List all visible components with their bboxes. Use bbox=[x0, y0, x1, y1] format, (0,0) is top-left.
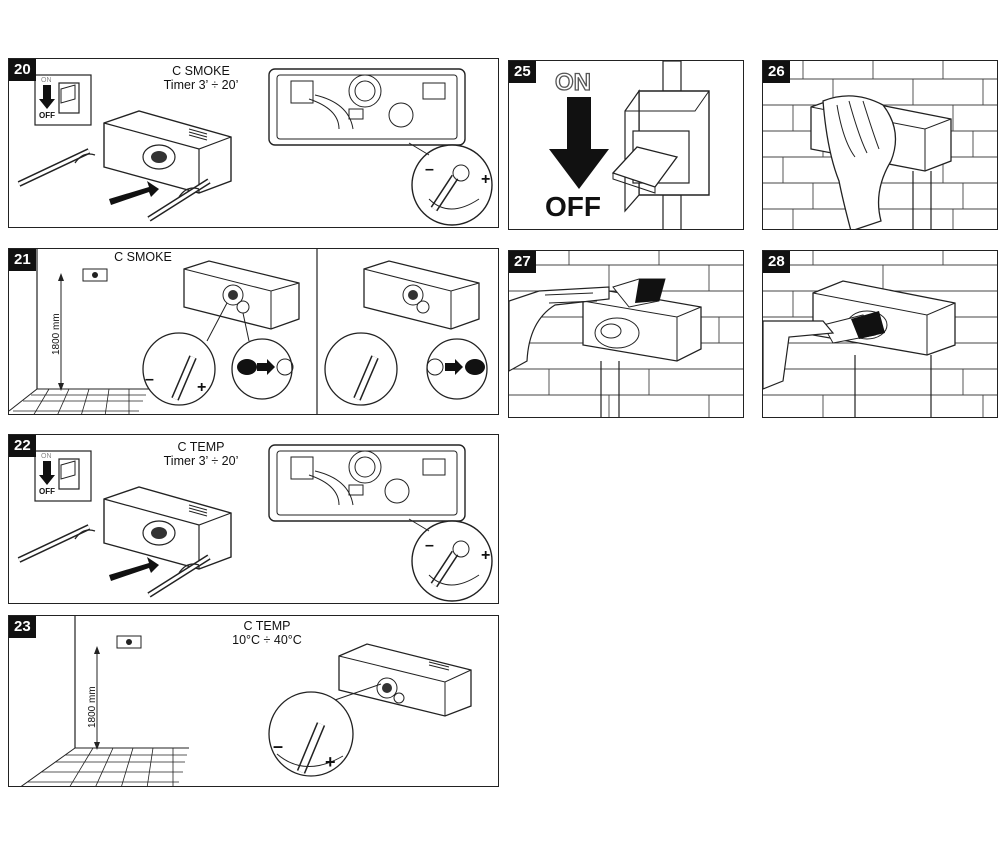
panel-23-title: C TEMP bbox=[243, 619, 291, 633]
panel-20-plus-label: + bbox=[481, 171, 491, 188]
panel-27: 27 bbox=[508, 250, 744, 418]
panel-28-number: 28 bbox=[763, 251, 790, 273]
panel-25-number: 25 bbox=[509, 61, 536, 83]
panel-22-plus-label: + bbox=[481, 547, 491, 564]
panel-20-subtitle: Timer 3’ ÷ 20’ bbox=[163, 78, 239, 92]
panel-20-title: C SMOKE bbox=[172, 64, 230, 78]
panel-23-subtitle: 10°C ÷ 40°C bbox=[232, 633, 302, 647]
panel-21: 21 C SMOKE 1800 mm – + bbox=[8, 248, 499, 415]
panel-23-plus-label: + bbox=[325, 752, 336, 772]
panel-28-illustration bbox=[763, 251, 997, 417]
panel-21-illustration bbox=[9, 249, 488, 414]
panel-22-subtitle: Timer 3’ ÷ 20’ bbox=[163, 454, 239, 468]
panel-22-minus-label: – bbox=[425, 537, 434, 554]
panel-23-minus-label: – bbox=[273, 736, 284, 756]
panel-21-height-label: 1800 mm bbox=[51, 313, 62, 355]
panel-26: 26 bbox=[762, 60, 998, 230]
panel-20-switch-off-label: OFF bbox=[39, 111, 55, 120]
panel-20-minus-label: – bbox=[425, 161, 434, 178]
panel-23: 23 C TEMP 10°C ÷ 40°C 1800 mm – + bbox=[8, 615, 499, 787]
panel-22-switch-on-label: ON bbox=[41, 453, 52, 460]
panel-21-title: C SMOKE bbox=[114, 250, 172, 264]
panel-25-off-label: OFF bbox=[545, 191, 601, 222]
panel-23-number: 23 bbox=[9, 616, 36, 638]
panel-23-height-label: 1800 mm bbox=[87, 686, 98, 728]
panel-20: 20 C SMOKE Timer 3’ ÷ 20’ ON OFF – + bbox=[8, 58, 499, 228]
panel-20-illustration bbox=[17, 68, 493, 226]
panel-27-number: 27 bbox=[509, 251, 536, 273]
panel-22-illustration bbox=[17, 444, 493, 602]
panel-20-number: 20 bbox=[9, 59, 36, 81]
panel-21-plus-label: + bbox=[197, 379, 207, 396]
panel-22-switch-off-label: OFF bbox=[39, 487, 55, 496]
panel-26-number: 26 bbox=[763, 61, 790, 83]
panel-27-illustration bbox=[509, 251, 743, 417]
panel-25-on-label: ON bbox=[554, 68, 591, 96]
panel-21-minus-label: – bbox=[145, 371, 154, 388]
panel-22-number: 22 bbox=[9, 435, 36, 457]
panel-22: 22 C TEMP Timer 3’ ÷ 20’ ON OFF – + bbox=[8, 434, 499, 604]
panel-25: 25 ON OFF bbox=[508, 60, 744, 230]
panel-26-illustration bbox=[763, 61, 997, 229]
panel-20-switch-on-label: ON bbox=[41, 77, 52, 84]
panel-25-illustration bbox=[549, 61, 710, 229]
panel-22-title: C TEMP bbox=[177, 440, 225, 454]
panel-23-illustration bbox=[20, 616, 472, 786]
panel-21-number: 21 bbox=[9, 249, 36, 271]
panel-28: 28 bbox=[762, 250, 998, 418]
